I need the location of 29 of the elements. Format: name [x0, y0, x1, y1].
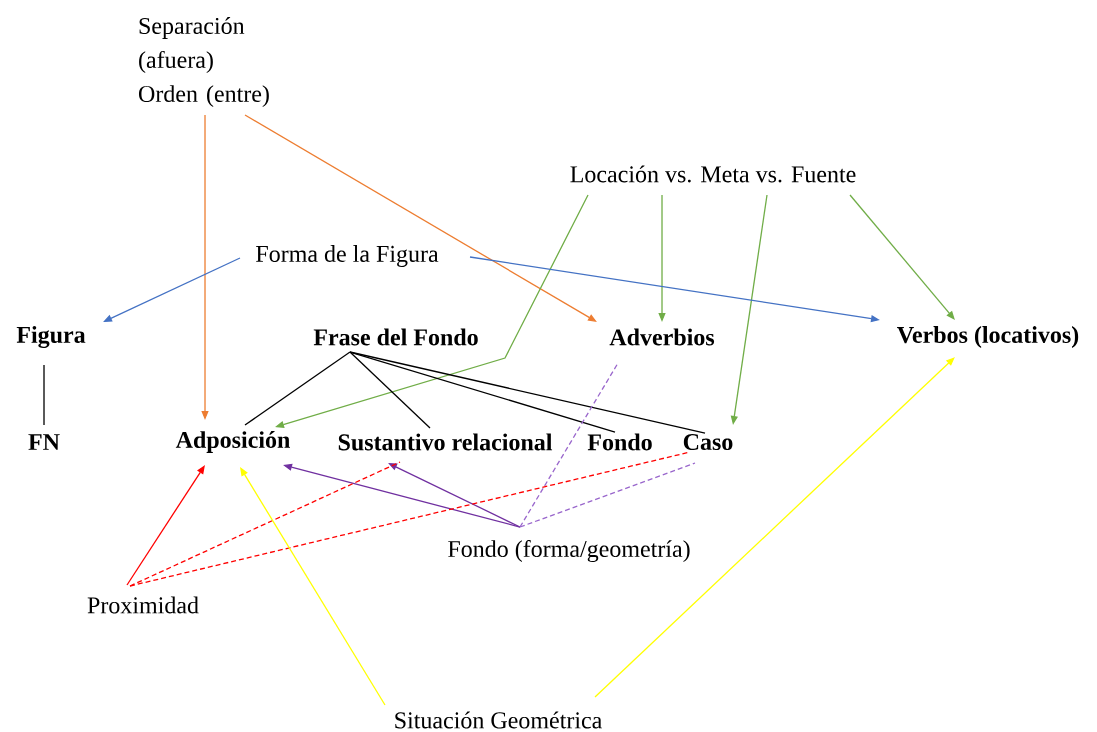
arrow	[388, 463, 521, 528]
category-label: Fondo	[587, 433, 652, 451]
arrow	[594, 357, 955, 698]
concept-label: Forma de la Figura	[256, 245, 439, 267]
arrow	[240, 467, 386, 706]
concept-label: Situación Geométrica	[395, 711, 602, 729]
arrow	[244, 114, 597, 322]
category-label: Adposición	[175, 431, 290, 453]
connector-line	[349, 351, 431, 429]
concept-label: Locación vs. Meta vs. Fuente	[570, 165, 856, 183]
category-label: Verbos (locativos)	[897, 326, 1079, 348]
category-label: Figura	[16, 326, 86, 348]
category-label: Caso	[683, 433, 733, 451]
arrow	[126, 465, 205, 586]
connector-line	[349, 351, 706, 434]
category-label: FN	[28, 434, 60, 450]
connector-line	[244, 351, 351, 426]
category-label: Frase del Fondo	[313, 328, 478, 346]
concept-label: Separación (afuera) Orden (entre)	[139, 17, 269, 107]
concept-label: Fondo (forma/geometría)	[448, 540, 690, 563]
connector-line	[43, 364, 45, 426]
category-label: Adverbios	[609, 328, 715, 346]
arrow	[103, 257, 241, 322]
concept-label: Proximidad	[87, 596, 199, 614]
connector-line	[519, 362, 619, 528]
category-label: Sustantivo relacional	[338, 433, 553, 451]
arrow	[849, 194, 955, 320]
connector-line	[519, 462, 696, 528]
connector-line	[129, 461, 401, 587]
